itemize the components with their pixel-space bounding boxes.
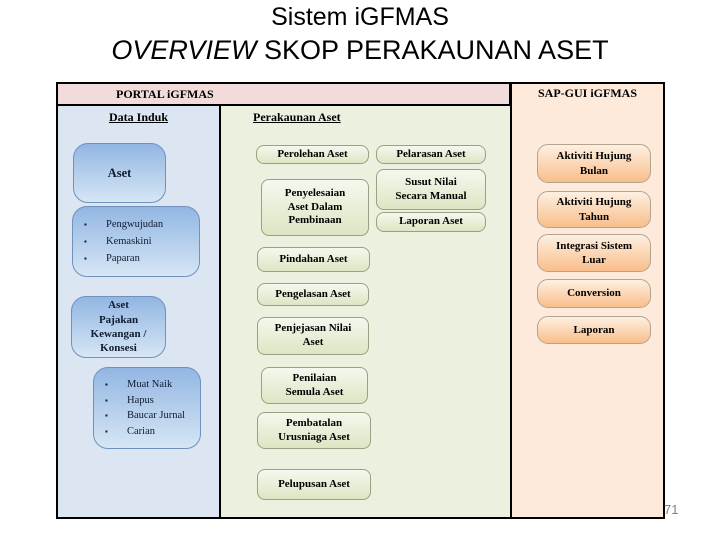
box-laporan-aset: Laporan Aset (376, 212, 486, 232)
box-pelupusan-aset: Pelupusan Aset (257, 469, 371, 500)
box-perolehan-aset: Perolehan Aset (256, 145, 369, 164)
box-laporan: Laporan (537, 316, 651, 344)
title-overview-italic: OVERVIEW (111, 35, 257, 65)
title-line-1: Sistem iGFMAS (271, 3, 449, 31)
box-penyelesaian-aset-dalam-pembinaan: Penyelesaian Aset Dalam Pembinaan (261, 179, 369, 236)
aset-pajakan-box: Aset Pajakan Kewangan / Konsesi (71, 296, 166, 358)
page-number: 71 (664, 502, 679, 517)
title-line-2-rest: SKOP PERAKAUNAN ASET (256, 35, 609, 65)
box-penilaian-semula-aset: Penilaian Semula Aset (261, 367, 368, 404)
box-aktiviti-hujung-tahun: Aktiviti Hujung Tahun (537, 191, 651, 228)
pajakan-actions-list: Muat Naik Hapus Baucar Jurnal Carian (94, 368, 200, 448)
perakaunan-panel (219, 104, 512, 519)
list-item: Muat Naik (105, 377, 198, 393)
list-item: Hapus (105, 393, 198, 409)
box-pindahan-aset: Pindahan Aset (257, 247, 370, 272)
list-item: Baucar Jurnal (105, 408, 198, 424)
data-induk-header: Data Induk (108, 110, 169, 124)
portal-header-band: PORTAL iGFMAS (56, 82, 511, 106)
pajakan-actions-box: Muat Naik Hapus Baucar Jurnal Carian (93, 367, 201, 449)
perakaunan-header: Perakaunan Aset (253, 110, 341, 124)
aset-actions-box: Pengwujudan Kemaskini Paparan (72, 206, 200, 277)
list-item: Kemaskini (84, 233, 195, 250)
aset-box: Aset (73, 143, 166, 203)
box-pengelasan-aset: Pengelasan Aset (257, 283, 369, 306)
portal-header-label: PORTAL iGFMAS (116, 87, 214, 101)
list-item: Pengwujudan (84, 216, 195, 233)
sap-gui-header: SAP-GUI iGFMAS (538, 86, 637, 100)
aset-actions-list: Pengwujudan Kemaskini Paparan (73, 207, 199, 276)
box-pelarasan-aset: Pelarasan Aset (376, 145, 486, 164)
list-item: Carian (105, 424, 198, 440)
list-item: Paparan (84, 250, 195, 267)
box-conversion: Conversion (537, 279, 651, 308)
box-susut-nilai-secara-manual: Susut Nilai Secara Manual (376, 169, 486, 210)
box-integrasi-sistem-luar: Integrasi Sistem Luar (537, 234, 651, 272)
title-line-2: OVERVIEW SKOP PERAKAUNAN ASET (0, 34, 720, 67)
box-pembatalan-urusniaga-aset: Pembatalan Urusniaga Aset (257, 412, 371, 449)
box-penjejasan-nilai-aset: Penjejasan Nilai Aset (257, 317, 369, 355)
slide-title: Sistem iGFMAS OVERVIEW SKOP PERAKAUNAN A… (0, 1, 720, 67)
box-aktiviti-hujung-bulan: Aktiviti Hujung Bulan (537, 144, 651, 183)
